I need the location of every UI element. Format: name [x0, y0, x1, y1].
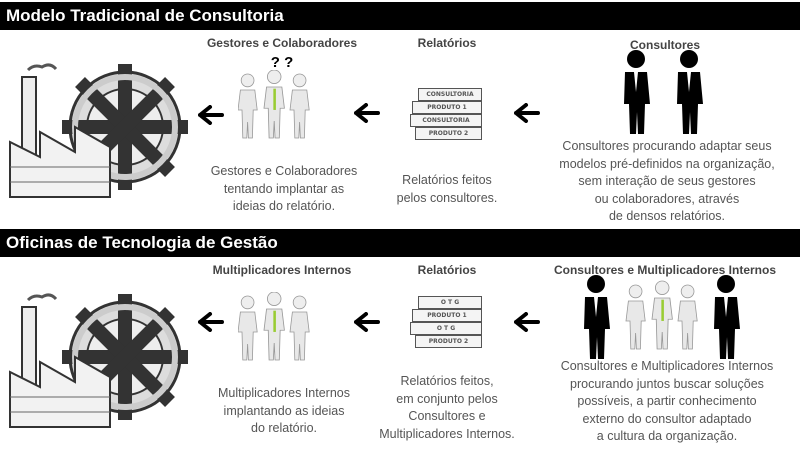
column-caption: Gestores e Colaboradores tentando implan… [210, 164, 358, 213]
book-spine: O T G [410, 322, 482, 335]
arrow-left-icon [354, 103, 380, 123]
people-group-icon [238, 292, 310, 361]
factory-gear-icon [0, 292, 195, 432]
column-label: Consultores e Multiplicadores Internos [553, 263, 777, 277]
book-spine: PRODUTO 1 [412, 309, 482, 322]
consultants-icon [624, 50, 703, 134]
section-title: Oficinas de Tecnologia de Gestão [0, 229, 800, 257]
section-title: Modelo Tradicional de Consultoria [0, 2, 800, 30]
column-caption: Relatórios feitos pelos consultores. [396, 173, 498, 205]
people-group-icon [238, 70, 310, 139]
book-spine: O T G [418, 296, 482, 309]
column-label: Gestores e Colaboradores [206, 36, 358, 50]
column-caption: Multiplicadores Internos implantando as … [217, 386, 351, 435]
column-label: Relatórios [417, 36, 477, 50]
book-spine: PRODUTO 2 [415, 127, 482, 140]
book-spine: PRODUTO 1 [412, 101, 482, 114]
arrow-left-icon [354, 312, 380, 332]
arrow-left-icon [514, 103, 540, 123]
factory-gear-icon [0, 62, 195, 202]
book-spine: CONSULTORIA [418, 88, 482, 101]
book-spine: CONSULTORIA [410, 114, 482, 127]
reports-books-icon: CONSULTORIA PRODUTO 1 CONSULTORIA PRODUT… [410, 88, 482, 140]
reports-books-icon: O T G PRODUTO 1 O T G PRODUTO 2 [410, 296, 482, 348]
question-marks: ? ? [270, 54, 294, 71]
column-label: Multiplicadores Internos [212, 263, 352, 277]
column-caption: Consultores procurando adaptar seus mode… [559, 139, 775, 223]
arrow-left-icon [198, 312, 224, 332]
arrow-left-icon [198, 105, 224, 125]
consultants-and-multipliers-icon [584, 275, 740, 359]
book-spine: PRODUTO 2 [415, 335, 482, 348]
column-caption: Consultores e Multiplicadores Internos p… [560, 359, 774, 443]
column-label: Relatórios [417, 263, 477, 277]
column-caption: Relatórios feitos, em conjunto pelos Con… [379, 374, 515, 441]
column-label: Consultores [629, 38, 701, 52]
arrow-left-icon [514, 312, 540, 332]
